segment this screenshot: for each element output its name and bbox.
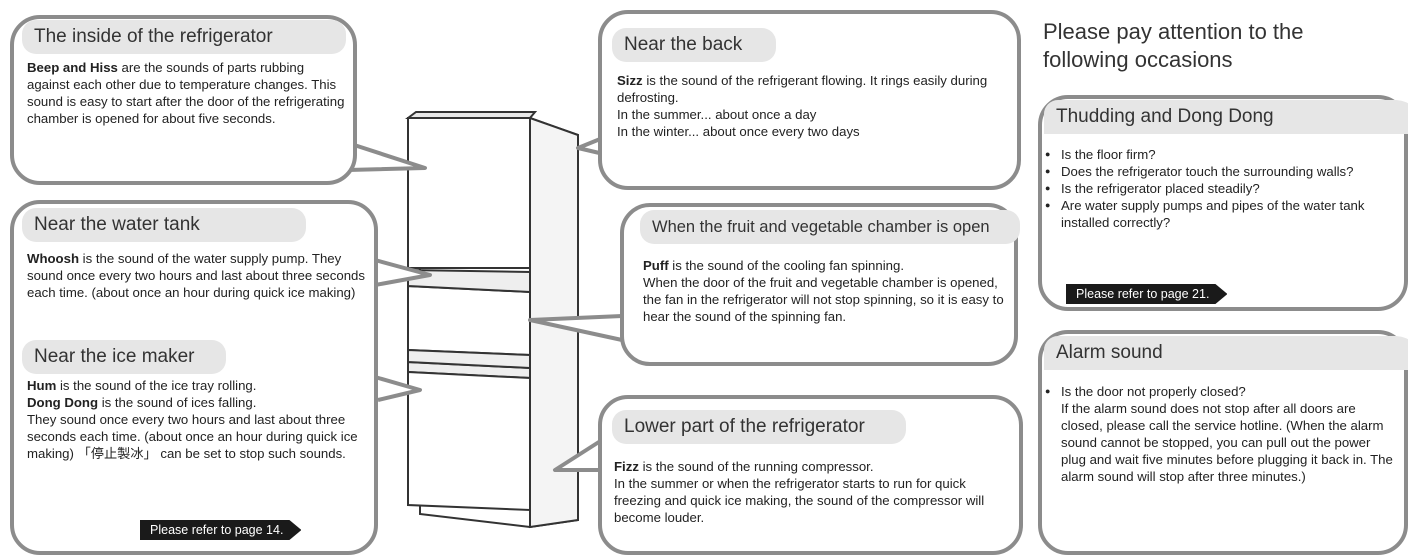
fruit-title: When the fruit and vegetable chamber is … — [640, 210, 1020, 244]
attention-heading: Please pay attention to the following oc… — [1043, 19, 1304, 72]
thudding-title: Thudding and Dong Dong — [1044, 100, 1408, 134]
inside-text: Beep and Hiss are the sounds of parts ru… — [27, 60, 345, 126]
alarm-title: Alarm sound — [1044, 336, 1408, 370]
thudding-item: Is the refrigerator placed steadily? — [1045, 180, 1395, 197]
lower-title: Lower part of the refrigerator — [612, 410, 906, 444]
alarm-text: Is the door not properly closed?If the a… — [1045, 383, 1395, 485]
fruit-text: Puff is the sound of the cooling fan spi… — [643, 258, 1004, 324]
inside-title: The inside of the refrigerator — [22, 20, 346, 54]
water-tank-text: Whoosh is the sound of the water supply … — [27, 251, 365, 300]
thudding-item: Are water supply pumps and pipes of the … — [1045, 197, 1395, 231]
back-title: Near the back — [612, 28, 776, 62]
fridge-bottom-drawer — [407, 370, 531, 512]
refer-page-14-button[interactable]: Please refer to page 14. — [140, 520, 301, 540]
refer-page-21-button[interactable]: Please refer to page 21. — [1066, 284, 1227, 304]
lower-text: Fizz is the sound of the running compres… — [614, 459, 985, 525]
fridge-middle-drawer — [407, 284, 531, 357]
thudding-list: Is the floor firm? Does the refrigerator… — [1045, 146, 1395, 231]
ice-maker-title: Near the ice maker — [22, 340, 226, 374]
fridge-top-door — [407, 117, 531, 269]
thudding-item: Does the refrigerator touch the surround… — [1045, 163, 1395, 180]
bubble-water-ice — [10, 200, 378, 555]
thudding-item: Is the floor firm? — [1045, 146, 1395, 163]
inside-bold: Beep and Hiss — [27, 60, 118, 75]
ice-maker-text: Hum is the sound of the ice tray rolling… — [27, 378, 358, 461]
water-tank-title: Near the water tank — [22, 208, 306, 242]
back-text: Sizz is the sound of the refrigerant flo… — [617, 73, 988, 139]
alarm-item: Is the door not properly closed?If the a… — [1045, 383, 1395, 485]
